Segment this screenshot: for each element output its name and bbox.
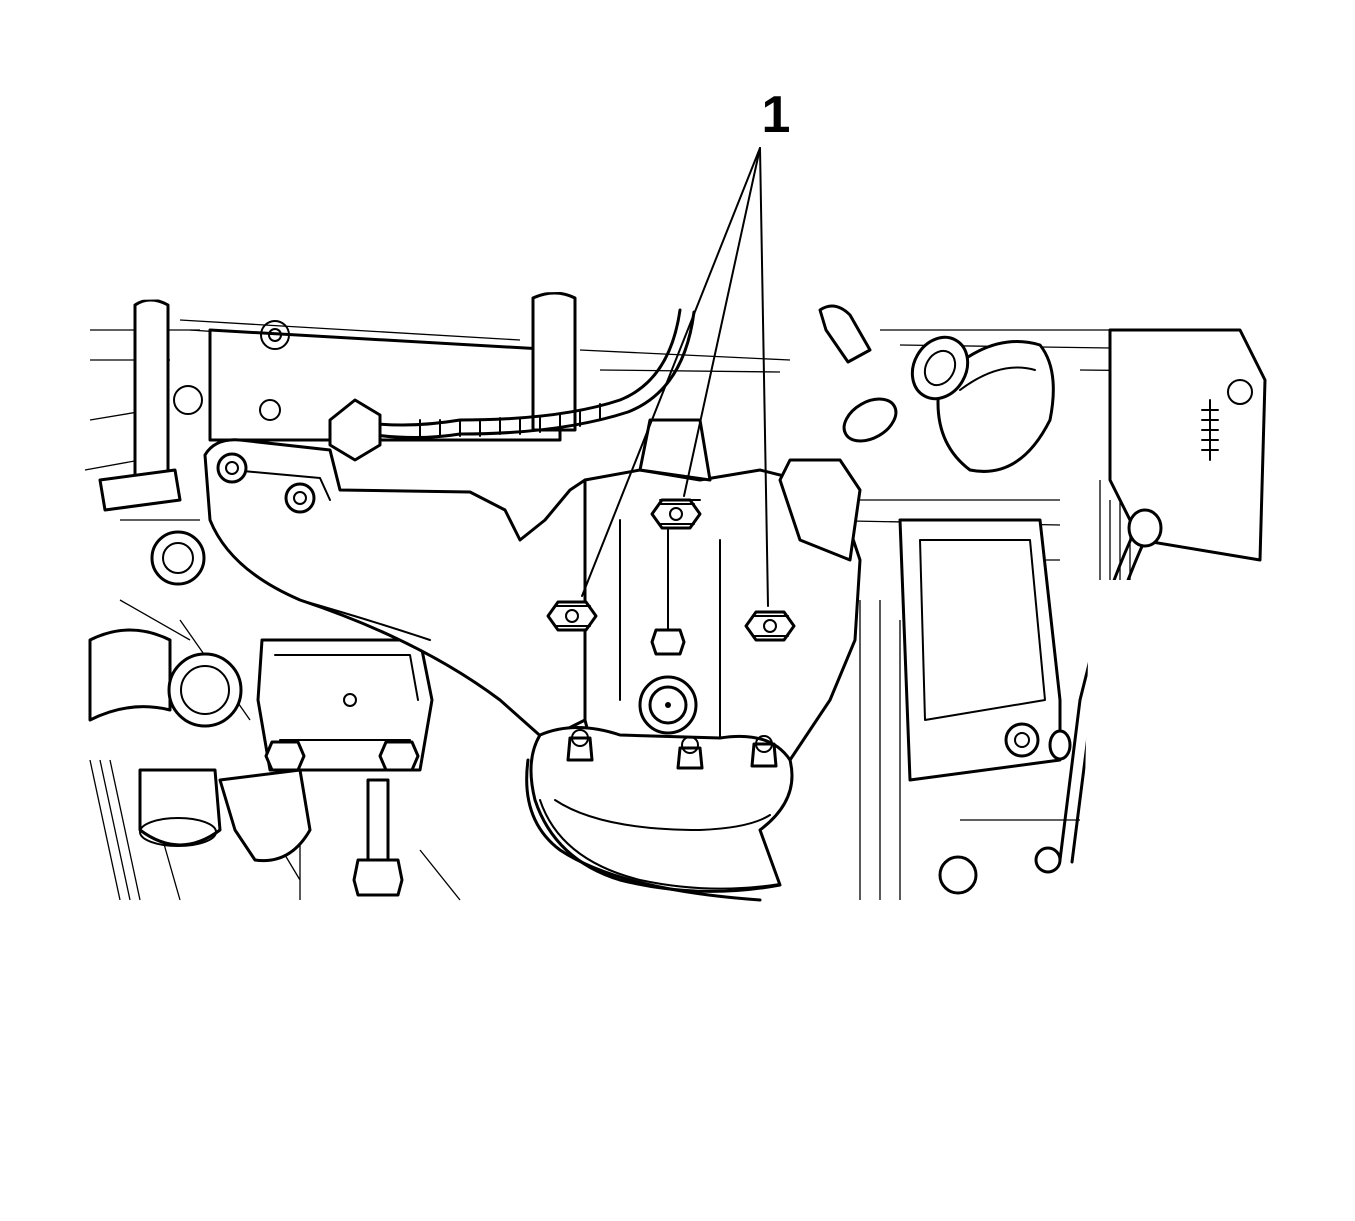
exhaust-manifold — [203, 418, 862, 902]
callout-1: 1 — [581, 86, 791, 607]
upper-left-port — [150, 530, 206, 586]
stud-threaded — [1201, 399, 1219, 461]
manifold-left-runner — [203, 438, 587, 742]
upper-center-nut — [650, 498, 702, 530]
flange-heat-shield-edge — [525, 758, 762, 902]
long-bolt — [366, 778, 390, 862]
oxygen-sensor-wire — [348, 308, 682, 427]
runner-stud-left — [216, 452, 248, 484]
right-hose-end — [910, 335, 970, 401]
mount-bolt-center — [378, 740, 420, 772]
callout-leader-left — [581, 147, 761, 597]
lower-flange-stud-right — [750, 742, 778, 768]
center-vertical-pipe — [531, 292, 577, 432]
left-lower-hose — [88, 628, 172, 722]
thermostat-outlet — [167, 652, 243, 728]
vacuum-tube — [818, 304, 872, 364]
nut-center-stud — [650, 628, 686, 656]
collector-runner-right — [778, 458, 862, 562]
lower-flange-stud-center — [676, 746, 704, 770]
mount-bolt-right — [1004, 722, 1040, 758]
upper-right-nut — [744, 610, 796, 642]
runner-stud-2 — [284, 482, 316, 514]
heat-shield-upper — [208, 328, 562, 442]
left-hose-clamp — [98, 468, 182, 512]
left-coolant-hose — [133, 298, 170, 492]
mount-bolt-left — [264, 740, 306, 772]
callout-leader-right — [759, 147, 769, 607]
callout-target-nuts — [546, 498, 796, 642]
lower-flange-stud-left — [566, 736, 594, 762]
callout-number: 1 — [762, 86, 791, 144]
lower-right-port — [938, 855, 978, 895]
right-bracket-frame — [1108, 328, 1267, 562]
coolant-pipe-lower-left — [138, 768, 222, 847]
callout-leader-center — [683, 147, 761, 497]
upper-left-nut — [546, 600, 598, 632]
lower-left-bracket — [218, 768, 312, 863]
oxygen-sensor — [328, 398, 382, 462]
